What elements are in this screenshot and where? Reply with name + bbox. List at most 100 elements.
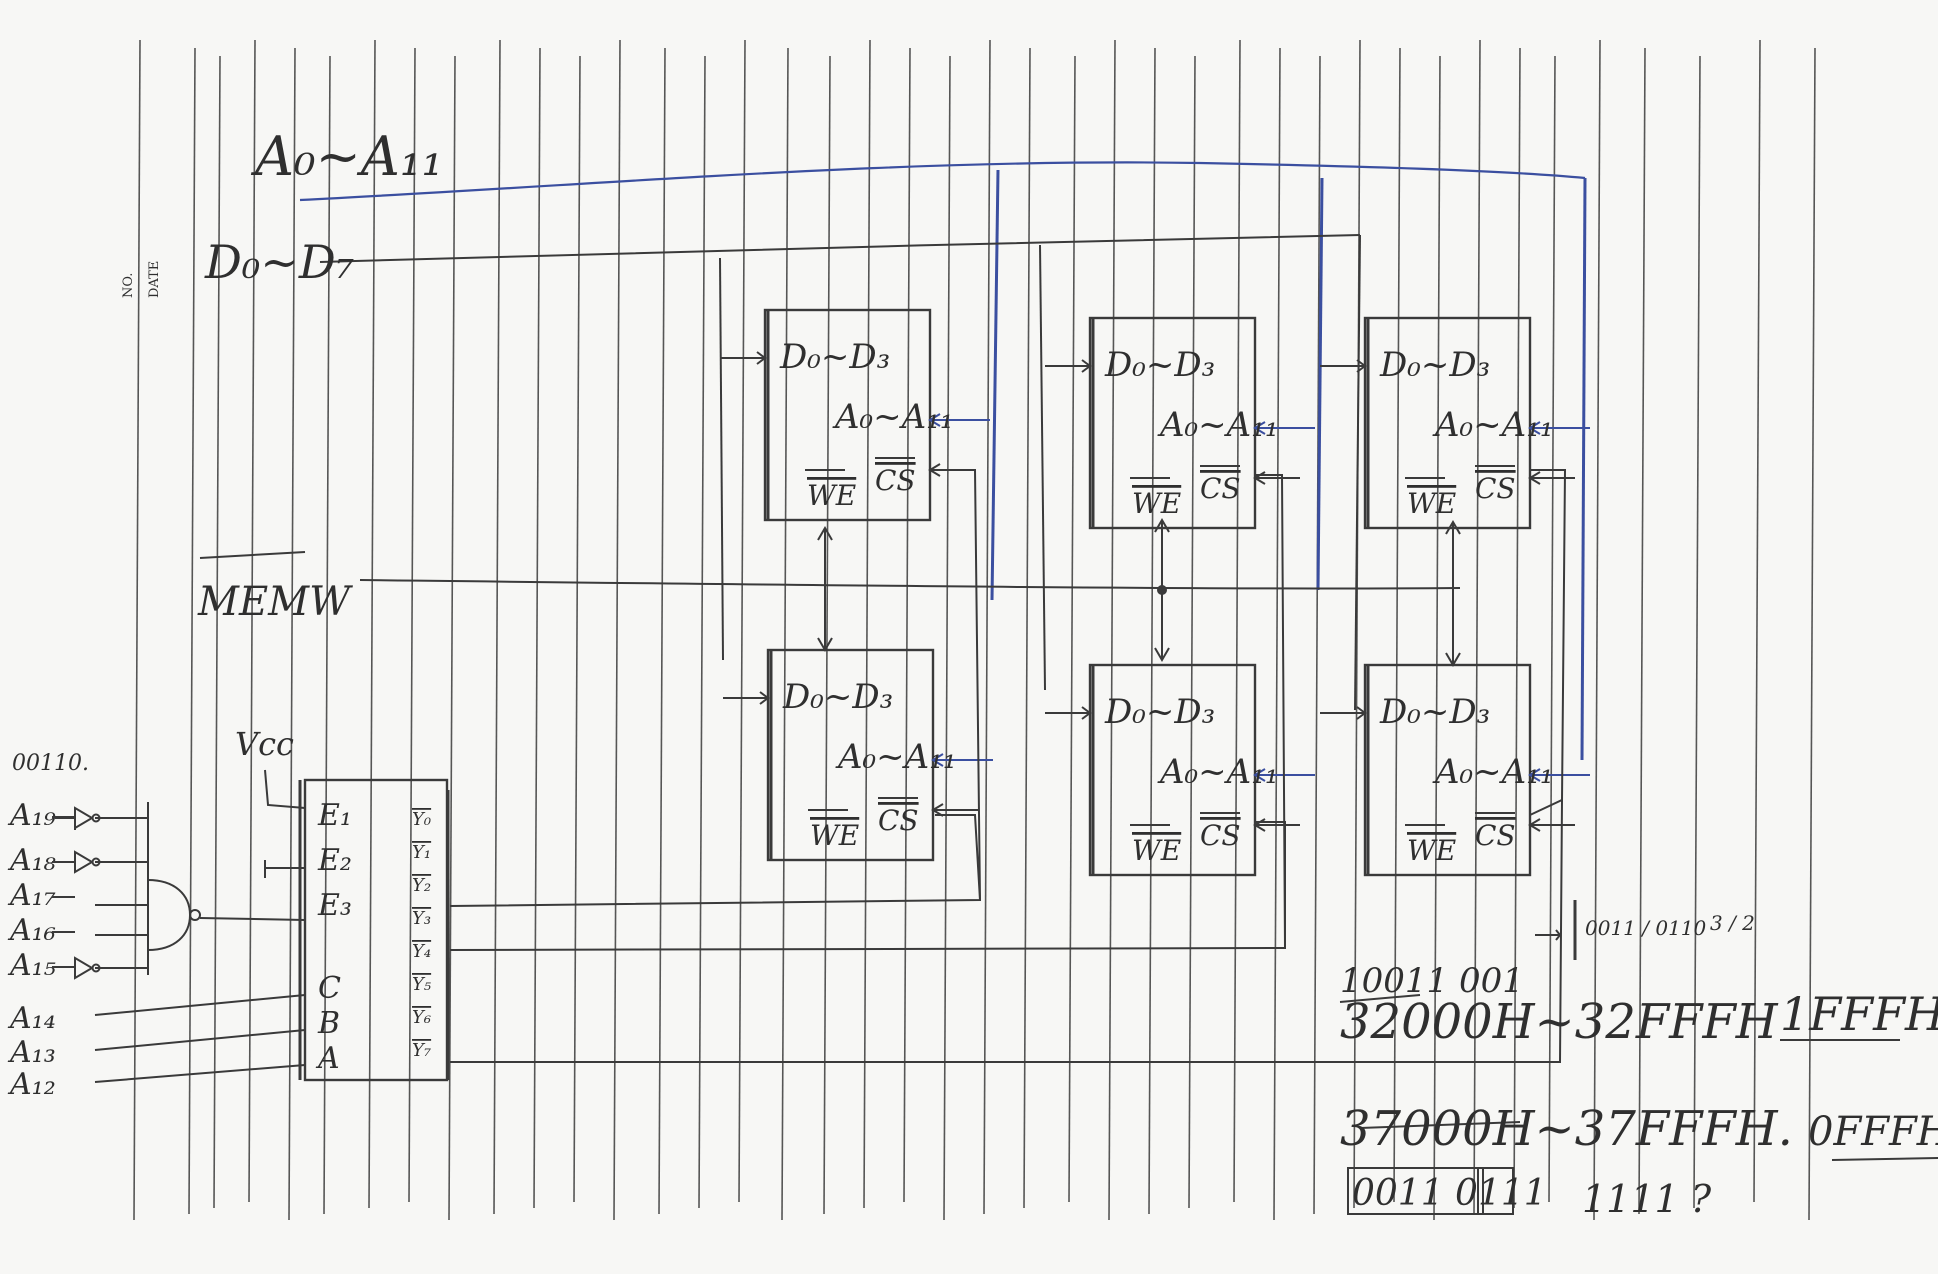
rule-line bbox=[1753, 39, 1761, 1203]
chip-body bbox=[1363, 316, 1532, 530]
chip-select-wires bbox=[449, 469, 1567, 1063]
chip-we-label: WE bbox=[810, 819, 859, 852]
decoder-enable-label: E₂ bbox=[317, 843, 352, 878]
inverter-bubble bbox=[91, 813, 101, 823]
rule-line bbox=[188, 47, 196, 1215]
decoder-output-label: Y₀ bbox=[412, 809, 431, 830]
addr-in-arrow bbox=[1528, 768, 1590, 782]
header-no-label: NO. bbox=[121, 273, 136, 298]
rule-line bbox=[738, 39, 746, 1203]
address-input-label: A₁₆ bbox=[7, 913, 56, 948]
data-in-arrow bbox=[1320, 706, 1367, 720]
decoder-output-label: Y₅ bbox=[412, 974, 431, 995]
data-in-arrow bbox=[720, 351, 767, 365]
chip-addr-label: A₀~A₁₁ bbox=[1157, 405, 1279, 445]
chip-body bbox=[1363, 663, 1532, 877]
note-range-1-alt: 1FFFH bbox=[1780, 987, 1938, 1041]
decoder-output-label: Y₂ bbox=[412, 875, 431, 896]
rule-line bbox=[448, 55, 456, 1221]
rule-line bbox=[1108, 39, 1116, 1221]
cs-in-arrow bbox=[1528, 818, 1575, 832]
decoder-enable-label: E₁ bbox=[317, 798, 352, 833]
chip-data-label: D₀~D₃ bbox=[1104, 345, 1215, 385]
rule-line bbox=[1023, 47, 1031, 1209]
addr-in-arrow bbox=[931, 753, 993, 767]
addr-in-arrow bbox=[928, 413, 990, 427]
decoder-output-label: Y₃ bbox=[412, 908, 431, 929]
rule-line bbox=[288, 47, 296, 1221]
input-buffers bbox=[74, 806, 101, 980]
chip-addr-label: A₀~A₁₁ bbox=[1157, 752, 1279, 792]
select-input-label: A₁₃ bbox=[7, 1035, 56, 1070]
data-bus bbox=[319, 234, 1361, 711]
rule-line bbox=[368, 39, 376, 1209]
addr-in-arrow bbox=[1253, 421, 1315, 435]
decoder-output-label: Y₆ bbox=[412, 1007, 431, 1028]
decoder-output-label: Y₁ bbox=[412, 842, 431, 863]
note-binary-2: 0011 0111 bbox=[1352, 1173, 1547, 1214]
rule-line bbox=[573, 55, 581, 1203]
address-input-label: A₁₉ bbox=[7, 798, 56, 833]
note-binary-1: 10011 001 bbox=[1340, 961, 1524, 1001]
note-binary-2-tail: 1111 ? bbox=[1582, 1177, 1712, 1221]
note-range-1: 32000H~32FFFH bbox=[1340, 994, 1779, 1050]
decoder-output-label: Y₇ bbox=[412, 1040, 431, 1061]
rule-line bbox=[1068, 55, 1076, 1203]
vcc-label: Vcc bbox=[235, 725, 294, 763]
notes bbox=[1339, 900, 1938, 1215]
gate-header-label: 00110. bbox=[12, 751, 89, 776]
memw-label: MEMW bbox=[197, 579, 353, 625]
data-in-arrow bbox=[1045, 706, 1092, 720]
input-gate-wiring bbox=[55, 802, 306, 1083]
note-range-2-alt: 0FFFH bbox=[1808, 1109, 1938, 1155]
rule-line bbox=[323, 55, 331, 1215]
rule-line bbox=[1513, 47, 1521, 1209]
decoder-select-label: B bbox=[317, 1006, 340, 1041]
rule-line bbox=[983, 39, 991, 1215]
rule-line bbox=[613, 39, 621, 1221]
cs-in-arrow bbox=[1528, 471, 1575, 485]
note-binary-small: 0011 / 0110 bbox=[1585, 916, 1707, 940]
rule-line bbox=[781, 47, 789, 1221]
chip-we-label: WE bbox=[1407, 834, 1456, 867]
chip-addr-label: A₀~A₁₁ bbox=[1432, 405, 1554, 445]
note-range-2: 37000H~37FFFH. bbox=[1340, 1101, 1793, 1157]
rule-line bbox=[1148, 47, 1156, 1215]
chip-data-label: D₀~D₃ bbox=[1104, 692, 1215, 732]
chip-addr-label: A₀~A₁₁ bbox=[832, 397, 954, 437]
inverter-buffer bbox=[74, 850, 94, 874]
chip-cs-label: CS bbox=[1200, 472, 1241, 505]
header-date-label: DATE bbox=[147, 261, 162, 298]
chip-we-label: WE bbox=[1132, 834, 1181, 867]
rule-line bbox=[943, 55, 951, 1221]
rule-line bbox=[213, 55, 221, 1209]
rule-line bbox=[1313, 55, 1321, 1215]
rule-line bbox=[1693, 55, 1701, 1209]
cs-in-arrow bbox=[1253, 818, 1300, 832]
rule-line bbox=[1808, 47, 1816, 1221]
rule-line bbox=[903, 47, 911, 1203]
chip-body bbox=[766, 648, 935, 862]
chip-cs-label: CS bbox=[1475, 819, 1516, 852]
rule-line bbox=[863, 39, 871, 1209]
address-input-label: A₁₈ bbox=[7, 843, 56, 878]
decoder-output-label: Y₄ bbox=[412, 941, 431, 962]
decoder-enable-label: E₃ bbox=[317, 888, 352, 923]
address-bus-label: A₀~A₁₁ bbox=[250, 125, 443, 188]
rule-line bbox=[1188, 55, 1196, 1209]
rule-line bbox=[658, 47, 666, 1215]
address-input-label: A₁₇ bbox=[7, 878, 56, 913]
chip-we-label: WE bbox=[1407, 487, 1456, 520]
inverter-buffer bbox=[74, 806, 94, 830]
decoder-select-label: A bbox=[315, 1041, 340, 1076]
address-input-label: A₁₅ bbox=[7, 948, 56, 983]
